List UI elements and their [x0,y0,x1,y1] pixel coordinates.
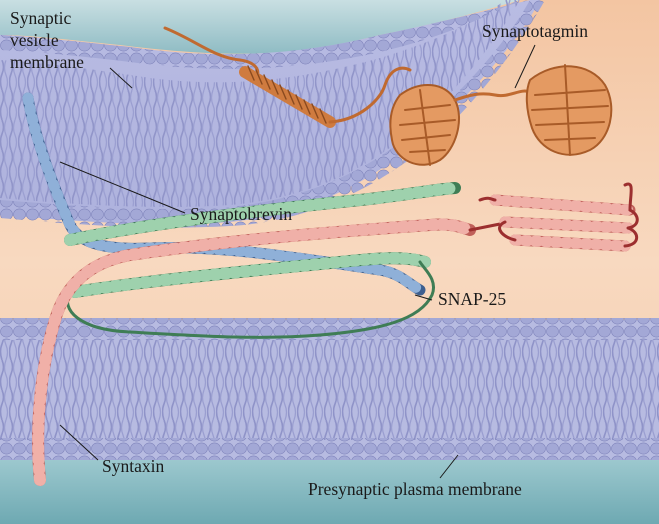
label-synaptotagmin: Synaptotagmin [482,21,588,41]
leader-synaptotagmin [514,44,536,89]
synaptotagmin-c2b-domain [525,64,613,156]
label-vesicle-membrane: Synaptic vesicle membrane [10,8,84,72]
label-vesicle-line-3: membrane [10,52,84,72]
leader-lines [59,44,536,479]
vesicle-lumen [0,0,520,54]
plasma-membrane [0,318,659,460]
label-vesicle-line-2: vesicle [10,30,59,50]
label-syntaxin: Syntaxin [102,456,164,476]
leader-snap25 [414,294,433,301]
label-vesicle-line-1: Synaptic [10,8,71,28]
leader-synaptobrevin [59,161,186,214]
extracellular-space [0,460,659,524]
label-synaptobrevin: Synaptobrevin [190,204,292,224]
snap25-protein [64,182,461,339]
leader-vesicle-membrane [109,67,133,89]
synaptotagmin-protein [163,26,613,166]
label-plasma-membrane: Presynaptic plasma membrane [308,479,522,499]
syntaxin-protein [32,182,639,486]
leader-syntaxin [59,424,99,461]
leader-plasma-membrane [439,454,459,479]
synaptotagmin-c2a-domain [389,83,460,166]
label-snap25: SNAP-25 [438,289,506,309]
syntaxin-habc-domain [478,182,639,252]
